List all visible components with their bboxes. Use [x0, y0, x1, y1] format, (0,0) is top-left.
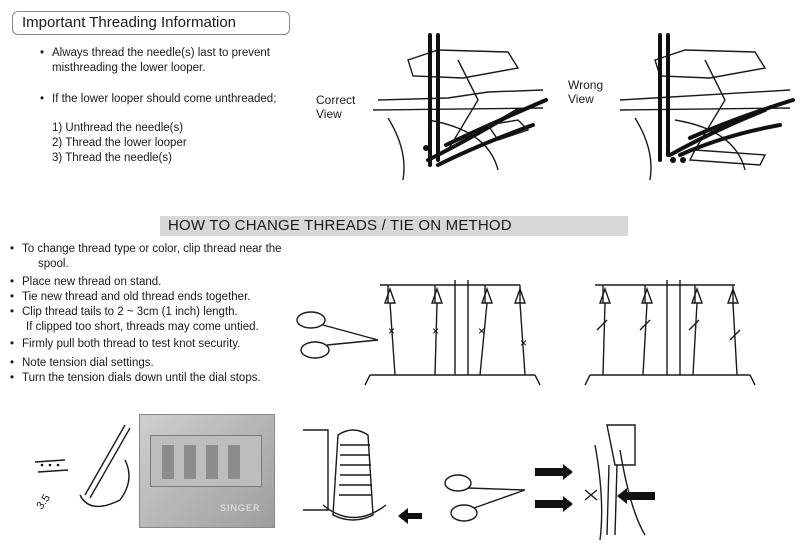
threading-bullet-1-cont: misthreading the lower looper. [52, 62, 206, 74]
needle-knot-illustration [535, 424, 655, 541]
tension-dial [162, 445, 174, 479]
brand-label: SINGER [220, 503, 261, 513]
change-item-6: Note tension dial settings. [10, 356, 154, 371]
wrong-label-1: Wrong [568, 78, 604, 92]
spool-illustration [303, 429, 387, 521]
threading-bullet-2: If the lower looper should come unthread… [40, 92, 276, 107]
change-item-4-cont: If clipped too short, threads may come u… [26, 321, 259, 333]
machine-photo: SINGER [139, 414, 275, 528]
step-3: 3) Thread the needle(s) [52, 152, 172, 164]
scissors-icon-bottom [444, 474, 526, 522]
wrong-label-2: View [568, 92, 594, 106]
change-item-3: Tie new thread and old thread ends toget… [10, 290, 250, 305]
scissors-icon [296, 311, 379, 359]
change-item-2: Place new thread on stand. [10, 275, 161, 290]
svg-text:×: × [478, 324, 485, 338]
tension-dial [206, 445, 218, 479]
change-item-1-cont: spool. [38, 258, 69, 270]
svg-text:×: × [432, 324, 439, 338]
threading-info-title: Important Threading Information [12, 11, 290, 35]
wrong-view-illustration [619, 33, 795, 181]
threading-bullet-1: Always thread the needle(s) last to prev… [40, 46, 270, 61]
correct-view-illustration [372, 33, 548, 181]
thread-stand-correct: × × × × [364, 280, 541, 386]
step-1: 1) Unthread the needle(s) [52, 122, 184, 134]
tension-dial [228, 445, 240, 479]
change-item-7: Turn the tension dials down until the di… [10, 371, 261, 386]
svg-text:×: × [520, 336, 527, 350]
arrow-left-icon [398, 508, 422, 524]
step-2: 2) Thread the lower looper [52, 137, 187, 149]
tension-dial [184, 445, 196, 479]
change-item-5: Firmly pull both thread to test knot sec… [10, 337, 240, 352]
change-threads-banner: HOW TO CHANGE THREADS / TIE ON METHOD [160, 216, 628, 236]
correct-label-2: View [316, 107, 342, 121]
correct-label-1: Correct [316, 93, 356, 107]
change-item-1: To change thread type or color, clip thr… [10, 242, 282, 257]
change-item-4: Clip thread tails to 2 ~ 3cm (1 inch) le… [10, 305, 238, 320]
thread-stand-tied [584, 280, 756, 386]
svg-text:×: × [388, 324, 395, 338]
hand-pen-illustration [34, 424, 131, 508]
